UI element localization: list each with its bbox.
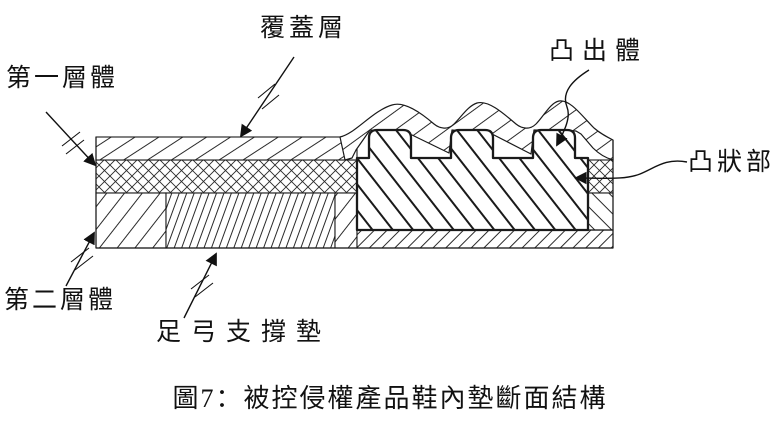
arch-support-pad-leader-break (190, 274, 214, 298)
first-layer-leader-break (61, 131, 85, 155)
label-convex-portion: 凸狀部 (688, 149, 776, 176)
first-layer-leader (45, 111, 97, 167)
figure-caption: 圖7：被控侵權產品鞋內墊斷面結構 (172, 384, 608, 413)
leader-lines (45, 56, 688, 319)
arch-support-pad-shape (165, 192, 336, 249)
label-second-layer: 第二層體 (4, 287, 117, 314)
second-layer-leader-break (70, 247, 94, 271)
convex-portion-block-shape (355, 128, 590, 232)
second-layer-leader (65, 231, 95, 287)
label-cover-layer: 覆蓋層 (260, 15, 348, 42)
second-layer-mid-shape (334, 192, 358, 249)
cover-layer-flat-shape (95, 136, 358, 161)
protrusion-leader (556, 69, 590, 147)
convex-portion-leader (574, 160, 688, 185)
arch-support-pad-leader (183, 252, 217, 319)
label-first-layer: 第一層體 (6, 65, 119, 92)
label-arch-support-pad: 足弓支撐墊 (156, 319, 332, 346)
right-end-cap-shape (587, 192, 614, 231)
cover-layer-leader-break (257, 83, 280, 110)
second-layer-left-shape (95, 192, 167, 249)
cover-layer-leader (239, 56, 295, 138)
second-layer-bottom-strip-shape (356, 229, 614, 249)
label-protrusion-body: 凸出體 (549, 38, 649, 65)
